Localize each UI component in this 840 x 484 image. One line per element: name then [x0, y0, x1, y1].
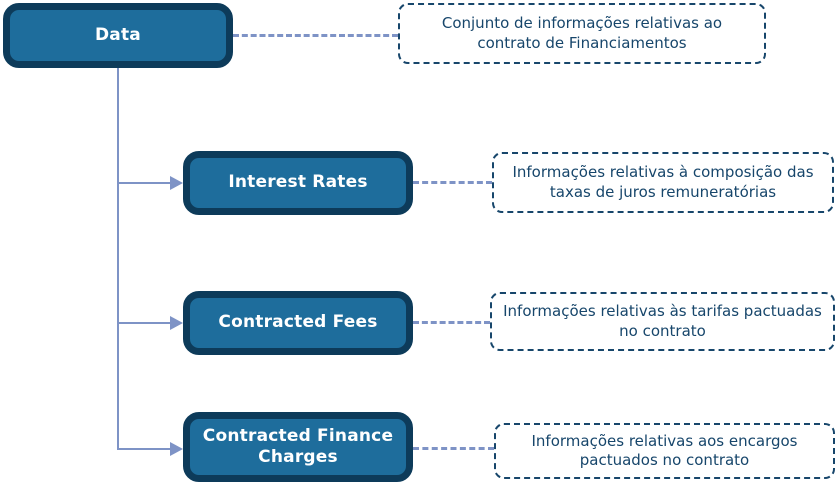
- note-connector-contracted-fees: [413, 321, 490, 324]
- note-data-text: Conjunto de informações relativas ao con…: [441, 14, 723, 52]
- node-contracted-fees: Contracted Fees: [183, 291, 413, 355]
- arrow-right-icon: [170, 176, 183, 190]
- note-data: Conjunto de informações relativas ao con…: [398, 3, 766, 64]
- note-contracted-fees: Informações relativas às tarifas pactuad…: [490, 292, 835, 351]
- note-connector-contracted-finance-charges: [413, 447, 494, 450]
- note-contracted-finance-charges: Informações relativas aos encargos pactu…: [494, 423, 835, 479]
- node-interest-rates-label: Interest Rates: [228, 172, 368, 193]
- note-interest-rates: Informações relativas à composição das t…: [492, 152, 834, 213]
- node-contracted-finance-charges: Contracted Finance Charges: [183, 412, 413, 482]
- arrow-right-icon: [170, 316, 183, 330]
- branch-line-contracted-fees: [117, 322, 171, 324]
- arrow-right-icon: [170, 442, 183, 456]
- branch-line-contracted-finance-charges: [117, 448, 171, 450]
- note-contracted-finance-charges-text: Informações relativas aos encargos pactu…: [531, 431, 798, 470]
- node-data: Data: [3, 3, 233, 68]
- note-interest-rates-text: Informações relativas à composição das t…: [512, 163, 814, 201]
- node-contracted-fees-label: Contracted Fees: [218, 312, 378, 333]
- node-interest-rates: Interest Rates: [183, 151, 413, 215]
- note-contracted-fees-text: Informações relativas às tarifas pactuad…: [503, 302, 822, 340]
- node-contracted-finance-charges-label: Contracted Finance Charges: [202, 425, 394, 467]
- branch-line-interest-rates: [117, 182, 171, 184]
- note-connector-interest-rates: [413, 181, 492, 184]
- node-data-label: Data: [95, 24, 141, 45]
- tree-vertical-line: [117, 67, 119, 450]
- note-connector-data: [233, 34, 398, 37]
